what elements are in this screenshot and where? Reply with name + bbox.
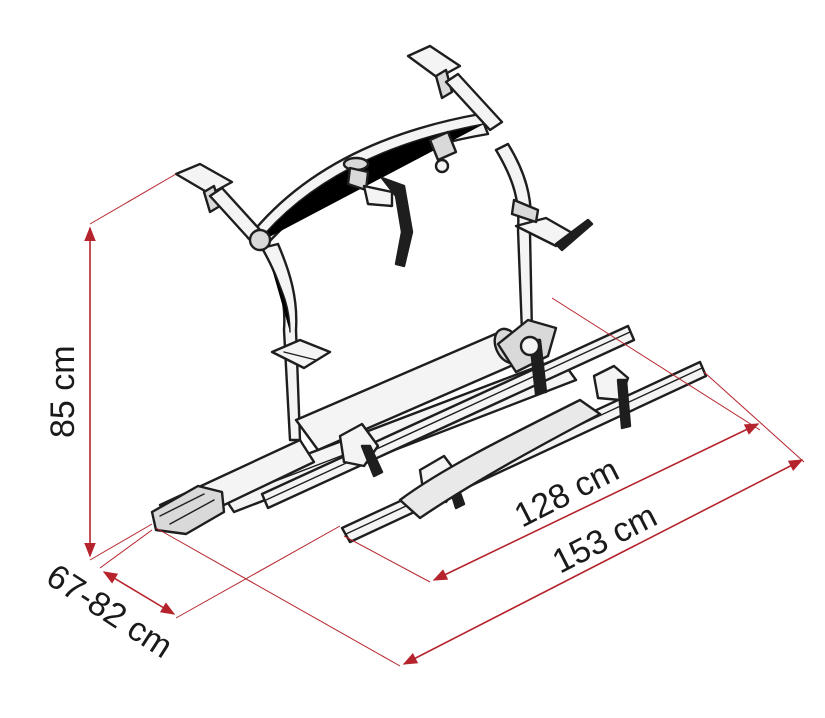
width-extension-right [703, 371, 805, 463]
height-label: 85 cm [44, 345, 82, 438]
width-dimension-line [402, 459, 804, 665]
rail-extension-left [343, 535, 431, 583]
left-arm-holder [270, 338, 332, 370]
height-extension-bottom [89, 523, 153, 561]
top-right-bracket [406, 44, 504, 132]
wheel-cradle-left [338, 422, 384, 478]
depth-label: 67-82 cm [40, 557, 180, 666]
rail-extension-right [551, 297, 761, 431]
wheel-cradle-center [496, 318, 558, 396]
left-vertical-tube [260, 242, 302, 442]
bike-rack-illustration [150, 44, 708, 544]
center-knob-strap [342, 156, 414, 268]
width-extension-left [155, 527, 401, 667]
upper-right-clamp [428, 130, 458, 174]
wheel-cradle-right [592, 364, 632, 430]
left-foot-pad [150, 484, 226, 536]
height-extension-top [89, 173, 177, 225]
dimension-lines [84, 173, 805, 667]
top-left-bracket [174, 162, 272, 252]
right-vertical-tube [494, 142, 534, 336]
right-arm-holder [510, 198, 594, 252]
depth-dimension-line [102, 571, 176, 615]
depth-extension-left [99, 529, 153, 569]
depth-extension-right [175, 525, 341, 619]
